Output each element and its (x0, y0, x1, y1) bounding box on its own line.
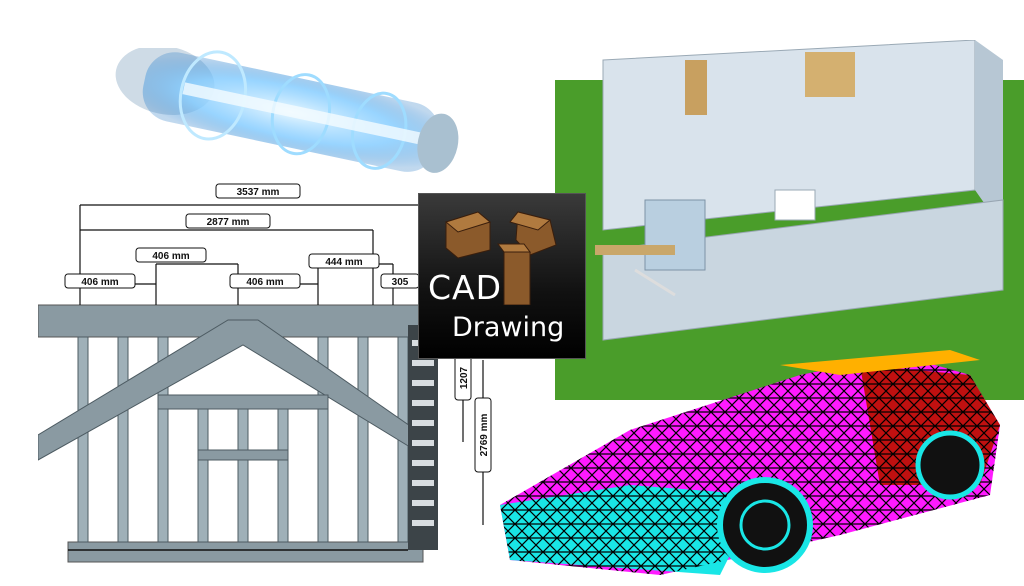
wood-joint-icon (438, 200, 568, 305)
dim-total-width: 3537 mm (237, 187, 280, 198)
dim-spacing-mid1: 406 mm (152, 251, 189, 262)
dim-height-total: 2769 mm (479, 413, 490, 456)
jet-engine-render (100, 48, 490, 188)
badge-title-line1: CAD (428, 268, 503, 307)
wireframe-car-render (480, 335, 1010, 580)
dim-height-upper: 1207 (459, 366, 470, 389)
frame-elevation-drawing: 3537 mm 2877 mm 406 mm 406 mm 406 mm 444… (38, 180, 508, 580)
dim-inner-width: 2877 mm (207, 217, 250, 228)
dim-spacing-right: 305 (392, 277, 409, 288)
badge-title-line2: Drawing (452, 312, 565, 343)
cad-drawing-badge (418, 193, 586, 359)
dim-spacing-mid2: 406 mm (246, 277, 283, 288)
house-render (555, 40, 1024, 400)
dim-spacing-444: 444 mm (325, 257, 362, 268)
dim-spacing-left: 406 mm (81, 277, 118, 288)
